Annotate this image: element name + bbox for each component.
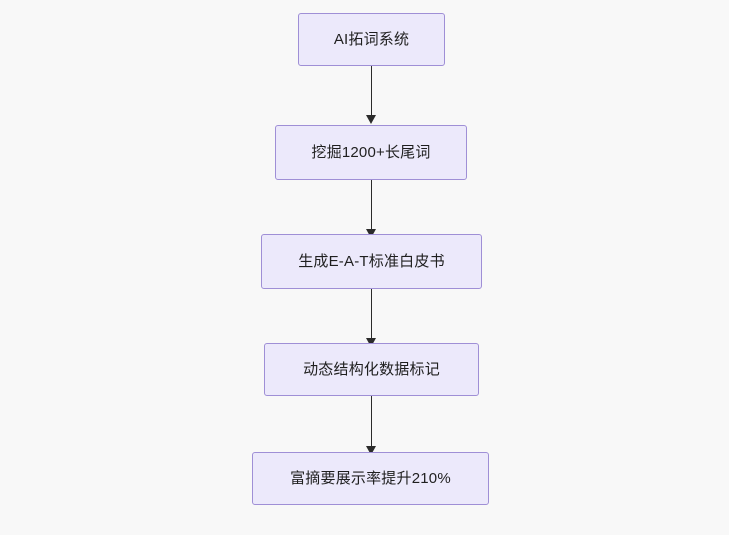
flow-edge-4-5-arrowhead — [366, 446, 376, 455]
flow-node-3[interactable]: 生成E-A-T标准白皮书 — [261, 234, 482, 289]
flow-edge-3-4 — [371, 289, 372, 341]
flow-edge-3-4-arrowhead — [366, 338, 376, 347]
flow-node-4-label: 动态结构化数据标记 — [303, 360, 440, 378]
flow-edge-2-3 — [371, 180, 372, 231]
flow-node-1-label: AI拓词系统 — [333, 30, 410, 48]
flow-node-5[interactable]: 富摘要展示率提升210% — [252, 452, 489, 505]
flow-node-4[interactable]: 动态结构化数据标记 — [264, 343, 479, 396]
flow-node-3-label: 生成E-A-T标准白皮书 — [298, 252, 445, 270]
flow-edge-2-3-arrowhead — [366, 229, 376, 238]
flow-node-2-label: 挖掘1200+长尾词 — [311, 143, 431, 161]
flow-edge-4-5 — [371, 396, 372, 448]
flow-node-1[interactable]: AI拓词系统 — [298, 13, 445, 66]
flow-node-5-label: 富摘要展示率提升210% — [290, 469, 451, 487]
flow-edge-1-2-arrowhead — [366, 115, 376, 124]
flow-edge-1-2 — [371, 66, 372, 117]
flow-node-2[interactable]: 挖掘1200+长尾词 — [275, 125, 467, 180]
